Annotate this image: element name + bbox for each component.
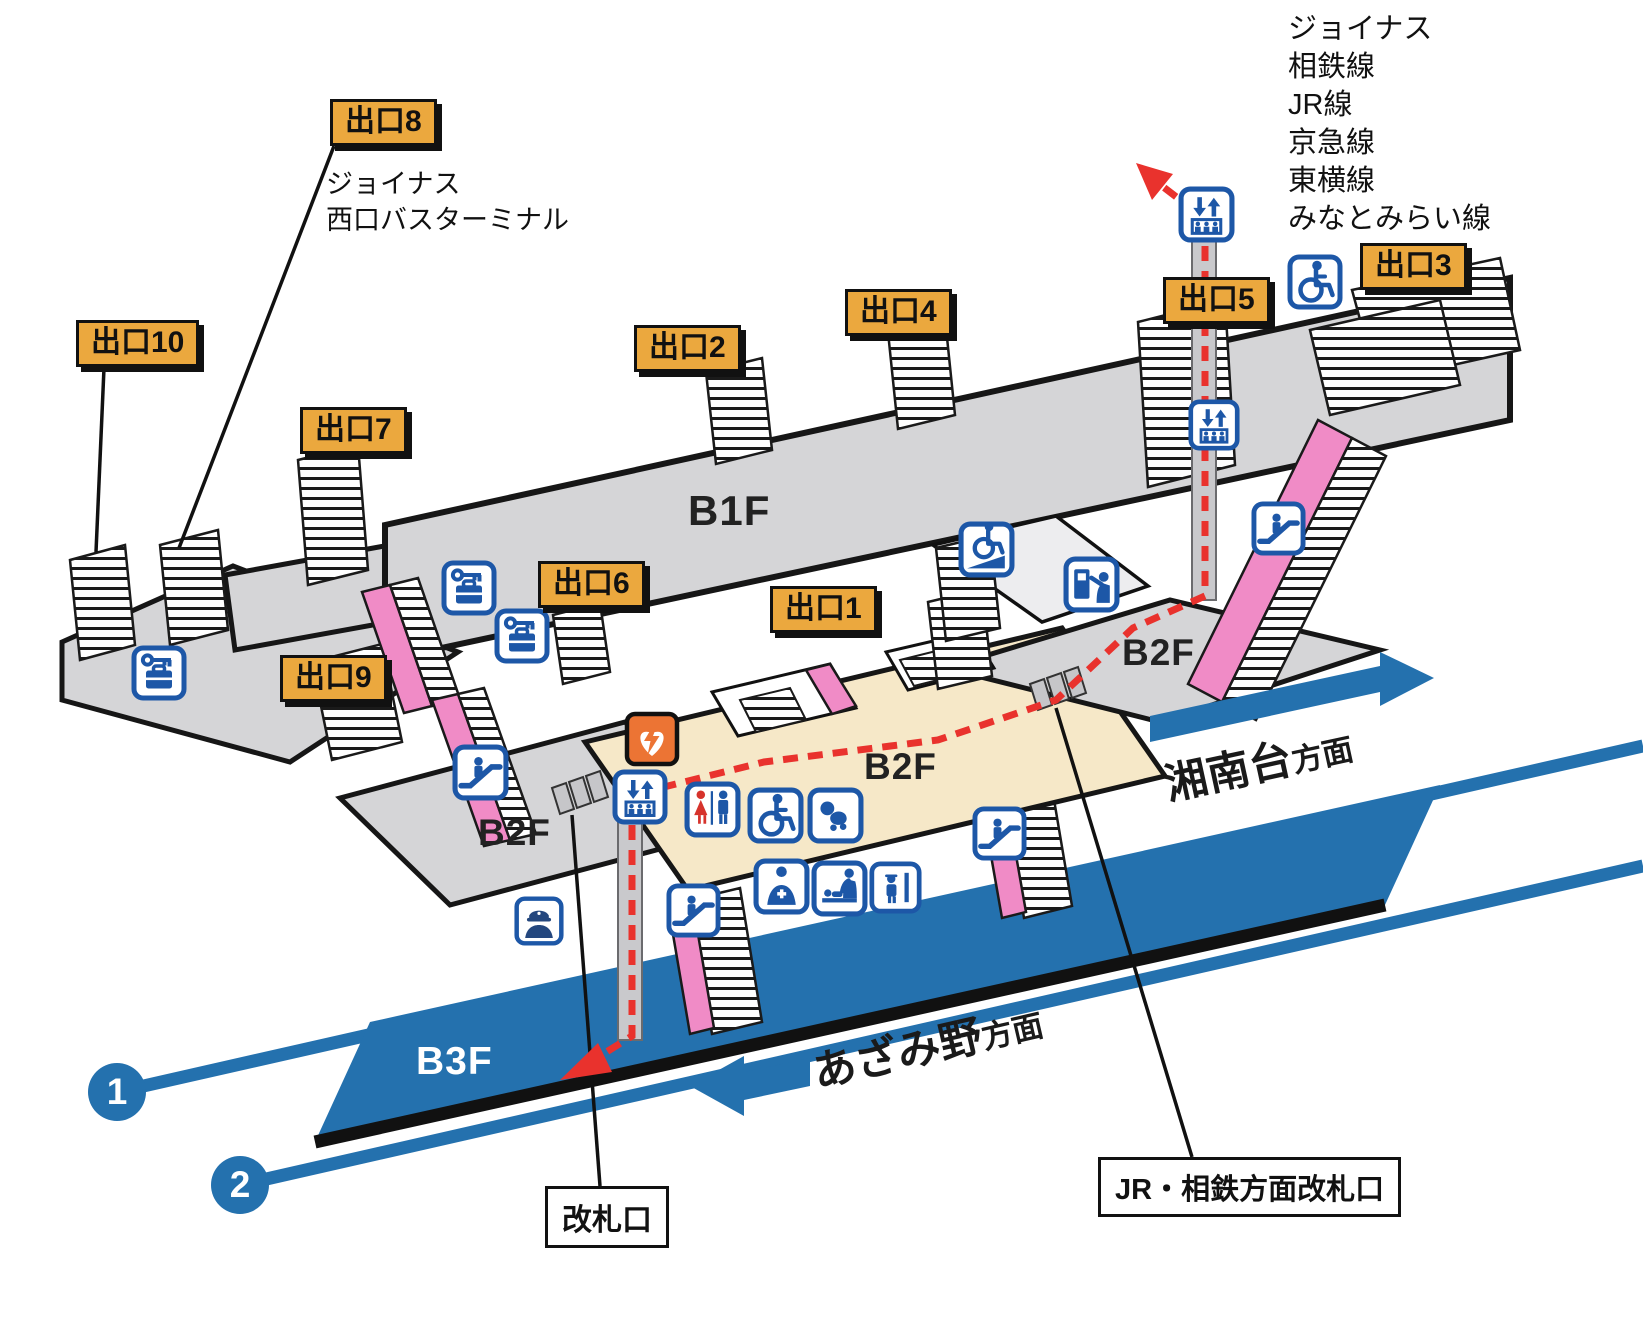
exit-3-label: 出口3	[1360, 243, 1467, 290]
wheelchair-icon	[1287, 254, 1343, 310]
elevator-icon	[612, 769, 668, 825]
b3f-label: B3F	[416, 1040, 493, 1083]
exit-7-label: 出口7	[300, 407, 407, 454]
exit-8-note-line2: 西口バスターミナル	[326, 205, 569, 235]
exit-4-label: 出口4	[845, 289, 952, 336]
kids-toilet-icon	[869, 861, 922, 914]
toilet-icon	[684, 781, 741, 838]
b1f-label: B1F	[688, 487, 771, 534]
transfer-line: ジョイナス	[1288, 13, 1433, 45]
leader-lines	[94, 145, 1194, 1187]
b2f-center-label: B2F	[864, 746, 937, 787]
transfer-line: 相鉄線	[1288, 51, 1376, 83]
station-staff-icon	[514, 896, 564, 946]
wheelchair-ramp-icon	[958, 521, 1015, 578]
transfer-line: 東横線	[1288, 165, 1376, 197]
exit-8-note: ジョイナス 西口バスターミナル	[326, 166, 569, 238]
escalator-icon	[1251, 501, 1306, 556]
baby-room-icon	[807, 787, 864, 844]
route-arrowheads	[560, 163, 1173, 1080]
ticket-gates-center	[550, 769, 610, 816]
platform-1-badge: 1	[88, 1063, 146, 1121]
coin-locker-icon	[131, 645, 187, 701]
shonandai-direction-suffix: 方面	[1288, 731, 1357, 780]
escalator-icon	[972, 806, 1027, 861]
exit-6-label: 出口6	[538, 561, 645, 608]
elevator-icon	[1178, 186, 1235, 243]
exit-1-label: 出口1	[770, 586, 877, 633]
ticket-gate-label: 改札口	[545, 1186, 669, 1248]
b2f-left-label: B2F	[478, 812, 551, 853]
transfer-line: JR線	[1288, 89, 1353, 121]
transfer-lines-list: ジョイナス 相鉄線 JR線 京急線 東横線 みなとみらい線	[1288, 10, 1491, 238]
nursing-room-icon	[753, 858, 810, 915]
jr-sotetsu-gate-label: JR・相鉄方面改札口	[1098, 1157, 1402, 1217]
diaper-changing-icon	[811, 860, 868, 917]
azamino-direction-suffix: 方面	[978, 1007, 1047, 1056]
exit-9-label: 出口9	[280, 655, 387, 702]
escalator-icon	[666, 883, 721, 938]
exit-2-label: 出口2	[634, 325, 741, 372]
azamino-arrow	[690, 1056, 810, 1116]
escalator-icon	[452, 744, 509, 801]
accessible-toilet-icon	[747, 787, 804, 844]
transfer-line: 京急線	[1288, 127, 1376, 159]
elevator-icon	[1188, 399, 1240, 451]
platform-2-badge: 2	[211, 1156, 269, 1214]
exit-10-label: 出口10	[76, 320, 200, 367]
coin-locker-icon	[494, 608, 550, 664]
aed-icon	[624, 711, 680, 767]
ticket-machine-icon	[1063, 556, 1120, 613]
shonandai-arrow	[1150, 652, 1434, 742]
exit-8-label: 出口8	[330, 99, 437, 146]
coin-locker-icon	[441, 560, 497, 616]
exit-5-label: 出口5	[1163, 277, 1270, 324]
exit-8-note-line1: ジョイナス	[326, 169, 461, 199]
transfer-line: みなとみらい線	[1288, 203, 1492, 235]
b2f-right-label: B2F	[1122, 632, 1195, 673]
escalator-ramps	[360, 418, 1388, 848]
